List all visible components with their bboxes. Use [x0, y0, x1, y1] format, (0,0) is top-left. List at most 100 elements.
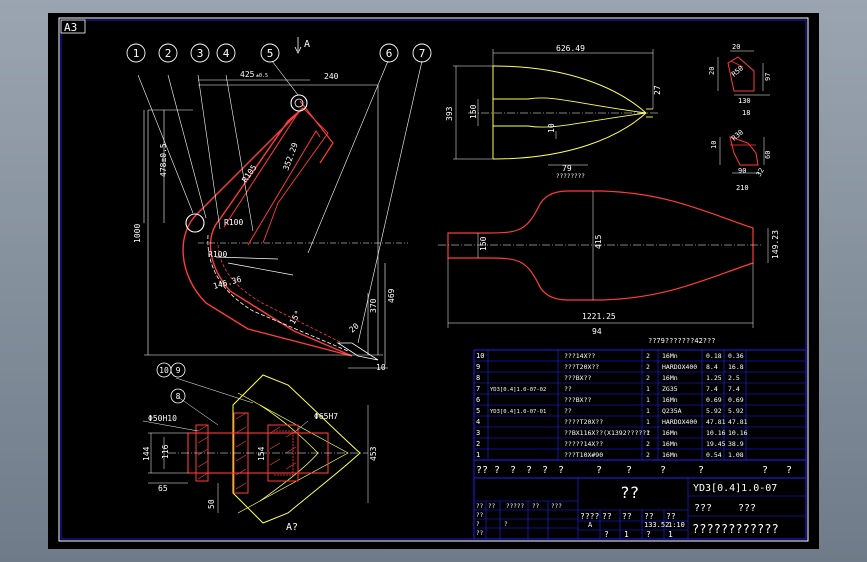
part-name: ??: [620, 483, 639, 502]
bom-header-cell-5: ?: [558, 465, 564, 476]
bom-header-cell-11: ?: [786, 465, 792, 476]
dim-1000: 1000: [133, 224, 142, 243]
bom-row-10-name: ???14X??: [564, 352, 595, 360]
bom-row-5-no: 5: [476, 407, 480, 415]
bom-row-4-total-weight: 47.81: [728, 418, 748, 426]
dim-sec2-r30: R30: [730, 128, 745, 142]
bom-title: ??79???????42???: [648, 337, 715, 345]
title-row3-cell-2: ??: [476, 530, 484, 537]
title-row2-cell-1: ??: [602, 512, 612, 521]
scale-value: 1:10: [668, 521, 685, 529]
section-detail-1: [717, 50, 770, 96]
bom-row-4-material: HARDOX400: [662, 418, 697, 426]
dim-149: 149.23: [771, 230, 780, 259]
bom-row-6-name: ???BX??: [564, 396, 591, 404]
balloon-2: 2: [165, 47, 172, 60]
bom-row-7-material: ZG35: [662, 385, 678, 393]
flat-plate-view: [438, 190, 769, 328]
dim-sec1-130: 130: [738, 97, 751, 105]
bom-row-3-name: ??BX116X??(X1392??????: [564, 429, 650, 437]
title-row4-cell-1: 1: [624, 530, 629, 539]
top-view-dimensions: 626.49 393 150 27 10 79 ????????: [445, 44, 662, 180]
bom-row-10-qty: 2: [646, 352, 650, 360]
plate-dimensions: 1221.25 150 415 149.23 94: [479, 230, 780, 336]
title-row1-cell-1: ??: [488, 503, 496, 510]
bom-row-2-total-weight: 38.9: [728, 440, 744, 448]
balloon-10: 10: [159, 366, 169, 375]
balloon-9: 9: [176, 366, 181, 375]
side-view: [137, 37, 423, 369]
dim-sec2-60: 60: [764, 151, 772, 159]
balloon-5: 5: [267, 47, 274, 60]
dim-469: 469: [387, 288, 396, 303]
title-row1-cell-4: ???: [551, 503, 562, 510]
a-mark: A: [588, 521, 593, 529]
dim-425: 425: [240, 70, 255, 79]
bom-row-3-no: 3: [476, 429, 480, 437]
dim-240: 240: [324, 72, 339, 81]
dim-angle-15: 15°: [288, 309, 303, 326]
balloon-7: 7: [419, 47, 426, 60]
bom-row-5-qty: 1: [646, 407, 650, 415]
bom-row-10-material: 16Mn: [662, 352, 678, 360]
dim-10: 10: [376, 363, 386, 372]
balloon-3: 3: [197, 47, 204, 60]
bom-row-9-material: HARDOX400: [662, 363, 697, 371]
dim-1221: 1221.25: [582, 312, 616, 321]
title-row1-cell-0: ??: [476, 503, 484, 510]
section-arrow-label: A: [304, 39, 310, 50]
bottom-view-dimensions: 10 9 8 Φ50H10 Φ65H7 144 116 65 50 453 15…: [142, 362, 378, 533]
balloon-8: 8: [176, 392, 181, 401]
title-row2-cell-2: ??: [622, 512, 632, 521]
title-row2-cell-4: ??: [666, 512, 676, 521]
bom-row-1-name: ???T10X#90: [564, 451, 603, 459]
drawing-sheet[interactable]: A3: [48, 13, 819, 549]
dim-sec1-r50: R50: [730, 64, 745, 78]
dim-sec1-20b: 20: [708, 67, 716, 75]
dim-sec2-210: 210: [736, 184, 749, 192]
bom-row-5-material: Q235A: [662, 407, 682, 415]
title-label-a: ???: [694, 503, 712, 514]
bom-row-9-qty: 2: [646, 363, 650, 371]
bom-row-2-qty: 2: [646, 440, 650, 448]
inner-border: [60, 19, 807, 540]
bom-header-cell-0: ??: [476, 465, 488, 476]
dim-10-top: 10: [547, 123, 556, 133]
bom-row-8-name: ???BX??: [564, 374, 591, 382]
bom-row-3-material: 16Mn: [662, 429, 678, 437]
part-balloons: 1 2 3 4 5 6 7: [126, 43, 432, 63]
bom-row-7-no: 7: [476, 385, 480, 393]
bom-row-3-total-weight: 10.16: [728, 429, 748, 437]
title-row4-cell-0: ?: [604, 530, 609, 539]
bom-row-7-code: YD3[0.4]1.0-07-02: [490, 387, 546, 393]
dim-154: 154: [257, 446, 266, 461]
top-view: [453, 49, 660, 166]
balloon-4: 4: [223, 47, 230, 60]
dim-150-top: 150: [469, 104, 478, 119]
drawing-number: YD3[0.4]1.0-07: [693, 483, 777, 494]
bom-row-1-total-weight: 1.08: [728, 451, 744, 459]
bom-row-5-total-weight: 5.92: [728, 407, 744, 415]
bom-row-8-total-weight: 2.5: [728, 374, 740, 382]
dim-r100b: R100: [208, 250, 227, 259]
dim-425-tol: ±0.5: [256, 73, 268, 79]
dim-393: 393: [445, 106, 454, 121]
drawing-canvas[interactable]: A3: [48, 13, 819, 549]
bom-row-5-name: ??: [564, 407, 572, 415]
dim-50: 50: [207, 499, 216, 509]
company-name: ????????????: [692, 522, 779, 536]
bom-row-8-material: 16Mn: [662, 374, 678, 382]
dim-150-plate: 150: [479, 236, 488, 251]
dim-angle-20: 20: [348, 321, 361, 334]
dim-phi65: Φ65H7: [314, 412, 338, 421]
bom-row-8-no: 8: [476, 374, 480, 382]
section-detail-2: [719, 136, 765, 174]
mass-value: 133.52: [644, 521, 669, 529]
dim-sec1-20: 20: [732, 43, 740, 51]
bom-header-cell-7: ?: [626, 465, 632, 476]
bom-row-6-qty: 1: [646, 396, 650, 404]
side-view-dimensions: A 425 ±0.5 240 478±0.5 1000 R105 352.29 …: [133, 39, 396, 372]
bom-row-10-no: 10: [476, 352, 484, 360]
bom-row-2-name: ?????14X??: [564, 440, 603, 448]
